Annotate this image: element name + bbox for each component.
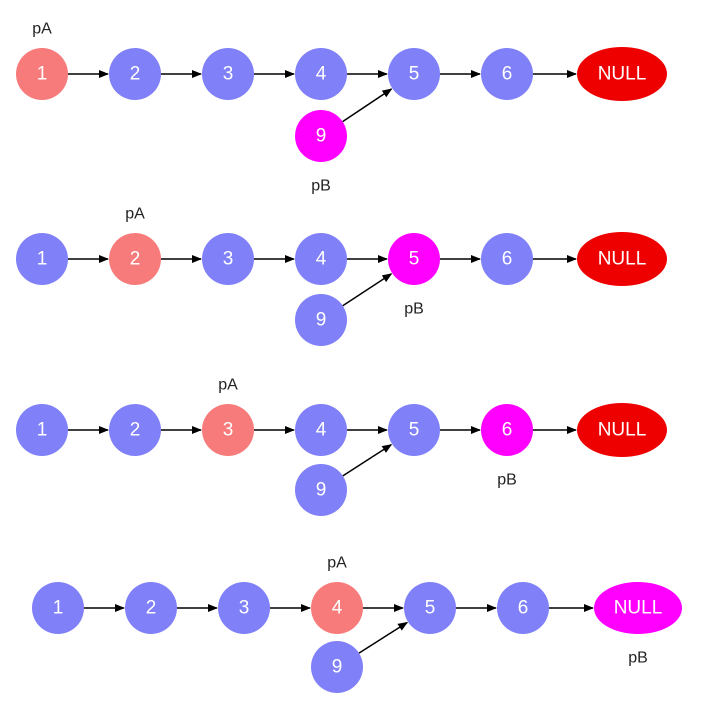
- node-label-6: 6: [502, 420, 513, 441]
- node-label-2: 2: [130, 420, 141, 441]
- pointer-pB-label: pB: [497, 472, 517, 489]
- node-label-5: 5: [425, 598, 436, 619]
- node-2: [125, 582, 177, 634]
- node-6: [481, 233, 533, 285]
- node-label-2: 2: [130, 64, 141, 85]
- node-label-5: 5: [409, 249, 420, 270]
- null-node: [577, 47, 667, 101]
- node-5: [404, 582, 456, 634]
- null-node: [594, 582, 682, 634]
- node-3: [218, 582, 270, 634]
- node-2: [109, 233, 161, 285]
- node-label-4: 4: [316, 249, 327, 270]
- node-9: [311, 641, 363, 693]
- node-9: [295, 294, 347, 346]
- node-1: [32, 582, 84, 634]
- node-label-2: 2: [146, 598, 157, 619]
- pointer-pA-label: pA: [218, 377, 238, 394]
- node-label-NULL: NULL: [614, 598, 663, 619]
- node-1: [16, 48, 68, 100]
- node-1: [16, 233, 68, 285]
- node-label-3: 3: [223, 64, 234, 85]
- pointer-pB-label: pB: [404, 301, 424, 318]
- node-label-3: 3: [223, 249, 234, 270]
- node-3: [202, 404, 254, 456]
- node-3: [202, 233, 254, 285]
- null-node: [577, 403, 667, 457]
- node-label-NULL: NULL: [598, 249, 647, 270]
- node-1: [16, 404, 68, 456]
- arrow-9-5: [342, 444, 393, 477]
- pointer-pB-label: pB: [628, 650, 648, 667]
- arrow-9-5: [342, 88, 393, 123]
- node-4: [295, 233, 347, 285]
- pointer-pA-label: pA: [125, 206, 145, 223]
- pointer-pA-label: pA: [327, 555, 347, 572]
- node-label-5: 5: [409, 420, 420, 441]
- pointer-pB-label: pB: [311, 178, 331, 195]
- node-5: [388, 404, 440, 456]
- arrow-9-5: [342, 273, 393, 307]
- null-node: [577, 232, 667, 286]
- node-3: [202, 48, 254, 100]
- node-label-NULL: NULL: [598, 64, 647, 85]
- node-label-1: 1: [37, 420, 48, 441]
- node-label-1: 1: [37, 249, 48, 270]
- node-label-9: 9: [332, 657, 343, 678]
- node-label-3: 3: [223, 420, 234, 441]
- node-9: [295, 110, 347, 162]
- node-label-6: 6: [502, 64, 513, 85]
- node-4: [295, 48, 347, 100]
- node-label-9: 9: [316, 126, 327, 147]
- node-5: [388, 48, 440, 100]
- node-label-1: 1: [53, 598, 64, 619]
- node-label-1: 1: [37, 64, 48, 85]
- node-9: [295, 464, 347, 516]
- arrow-9-5: [358, 621, 409, 654]
- node-label-9: 9: [316, 310, 327, 331]
- node-4: [295, 404, 347, 456]
- node-2: [109, 404, 161, 456]
- node-label-2: 2: [130, 249, 141, 270]
- node-label-6: 6: [518, 598, 529, 619]
- node-label-4: 4: [316, 64, 327, 85]
- node-label-9: 9: [316, 480, 327, 501]
- node-label-6: 6: [502, 249, 513, 270]
- node-6: [481, 48, 533, 100]
- node-6: [481, 404, 533, 456]
- node-label-4: 4: [332, 598, 343, 619]
- node-4: [311, 582, 363, 634]
- pointer-pA-label: pA: [32, 21, 52, 38]
- node-6: [497, 582, 549, 634]
- node-5: [388, 233, 440, 285]
- node-2: [109, 48, 161, 100]
- node-label-NULL: NULL: [598, 420, 647, 441]
- node-label-4: 4: [316, 420, 327, 441]
- node-label-5: 5: [409, 64, 420, 85]
- node-label-3: 3: [239, 598, 250, 619]
